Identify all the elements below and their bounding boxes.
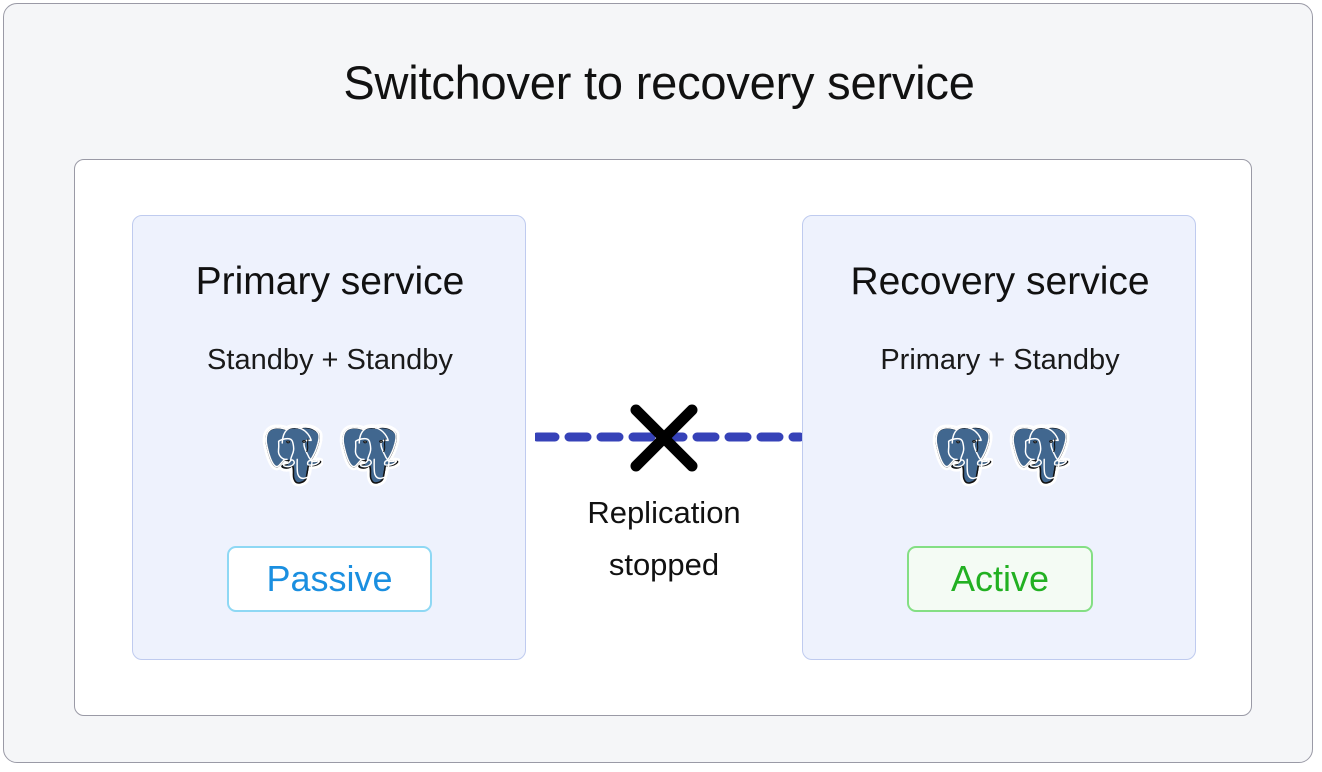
replication-label-line-1: Replication	[587, 495, 741, 530]
diagram-canvas: Primary service Standby + Standby	[74, 159, 1252, 716]
service-panel-primary[interactable]: Primary service Standby + Standby	[132, 215, 526, 660]
replication-label-line-2: stopped	[608, 547, 720, 582]
postgresql-elephant-icon	[339, 424, 400, 487]
cross-x-icon	[630, 404, 698, 472]
postgresql-elephant-icon	[932, 424, 993, 487]
node-row-primary	[133, 422, 527, 488]
panel-title-recovery: Recovery service	[850, 260, 1150, 303]
diagram-title: Switchover to recovery service	[343, 56, 975, 109]
replication-status-label: Replication stopped	[526, 487, 802, 591]
node-row-recovery	[803, 422, 1197, 488]
replication-link-group: Replication stopped	[526, 160, 802, 717]
postgresql-elephant-icon	[262, 424, 323, 487]
service-panel-recovery[interactable]: Recovery service Primary + Standby	[802, 215, 1196, 660]
status-badge-passive[interactable]: Passive	[227, 546, 432, 612]
panel-title-primary: Primary service	[195, 260, 465, 303]
panel-subtitle-primary: Standby + Standby	[207, 344, 453, 376]
diagram-page-frame: Switchover to recovery service Primary s…	[3, 3, 1313, 763]
status-badge-active[interactable]: Active	[907, 546, 1093, 612]
postgresql-elephant-icon	[1009, 424, 1070, 487]
panel-subtitle-recovery: Primary + Standby	[880, 344, 1120, 376]
